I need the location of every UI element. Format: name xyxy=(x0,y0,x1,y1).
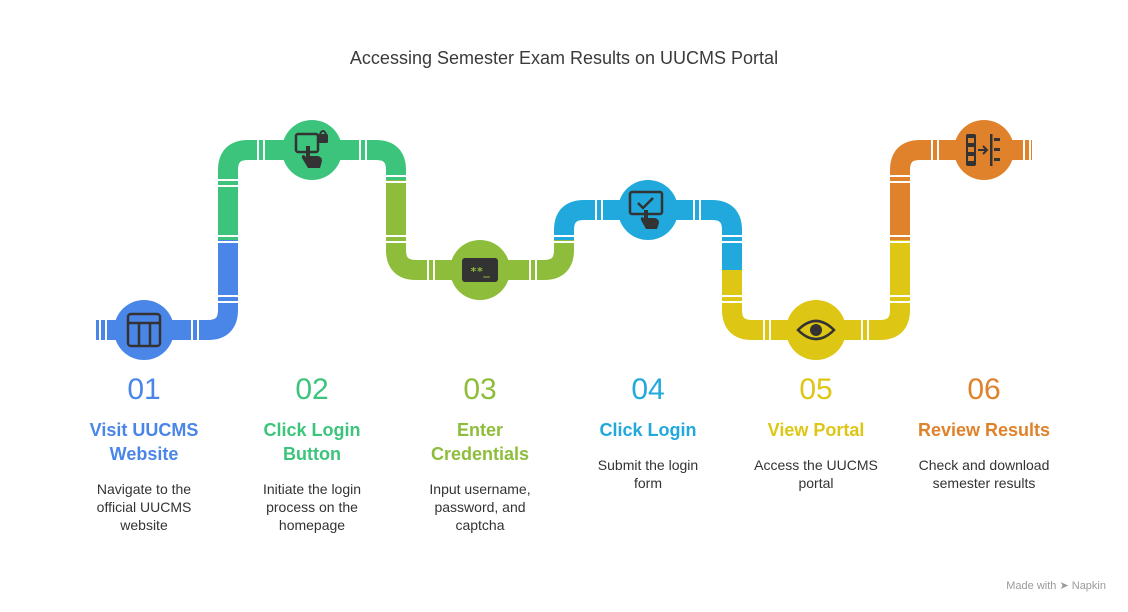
step-label: Visit UUCMS Website xyxy=(89,420,199,464)
pipeline-graphic: **_ xyxy=(96,120,1032,360)
step-number: 01 xyxy=(127,373,161,406)
secure-click-icon xyxy=(294,130,328,168)
step-label: Click Login Button xyxy=(263,420,361,464)
submit-click-icon xyxy=(628,190,664,229)
step-node-1 xyxy=(114,300,174,360)
step-4: 04 Click Login Submit the login form xyxy=(564,370,732,492)
password-field-icon: **_ xyxy=(462,258,498,282)
step-label: Click Login xyxy=(599,420,697,440)
step-label: Review Results xyxy=(917,420,1051,440)
eye-icon xyxy=(796,319,836,341)
step-node-3: **_ xyxy=(450,240,510,300)
step-number: 06 xyxy=(967,373,1001,406)
svg-text:**_: **_ xyxy=(470,265,490,278)
step-node-2 xyxy=(282,120,342,180)
step-6: 06 Review Results Check and download sem… xyxy=(900,370,1068,492)
step-node-5 xyxy=(786,300,846,360)
step-1: 01 Visit UUCMS Website Navigate to the o… xyxy=(60,370,228,534)
step-description: Check and download semester results xyxy=(918,457,1050,491)
step-5: 05 View Portal Access the UUCMS portal xyxy=(732,370,900,492)
step-number: 02 xyxy=(295,373,329,406)
step-3: 03 Enter Credentials Input username, pas… xyxy=(396,370,564,534)
step-label: View Portal xyxy=(767,420,865,440)
step-number: 03 xyxy=(463,373,497,406)
step-description: Initiate the login process on the homepa… xyxy=(262,481,362,533)
made-with-text: Made with xyxy=(1006,580,1057,592)
results-list-icon xyxy=(966,134,1000,166)
step-description: Access the UUCMS portal xyxy=(754,457,878,491)
attribution: Made with ➤ Napkin xyxy=(1006,579,1106,592)
step-description: Input username, password, and captcha xyxy=(429,481,531,533)
step-number: 04 xyxy=(631,373,665,406)
step-description: Submit the login form xyxy=(597,457,699,491)
brand-name: Napkin xyxy=(1071,580,1106,592)
step-description: Navigate to the official UUCMS website xyxy=(96,481,192,533)
table-layout-icon xyxy=(126,312,162,348)
step-2: 02 Click Login Button Initiate the login… xyxy=(228,370,396,534)
diagram-title: Accessing Semester Exam Results on UUCMS… xyxy=(349,48,779,68)
pipe-segment-1 xyxy=(96,240,238,340)
step-node-4 xyxy=(618,180,678,240)
pipe-segment-6 xyxy=(890,140,1032,240)
napkin-logo-icon: ➤ xyxy=(1059,580,1069,592)
step-label: Enter Credentials xyxy=(430,420,530,464)
step-node-6 xyxy=(954,120,1014,180)
step-number: 05 xyxy=(799,373,833,406)
